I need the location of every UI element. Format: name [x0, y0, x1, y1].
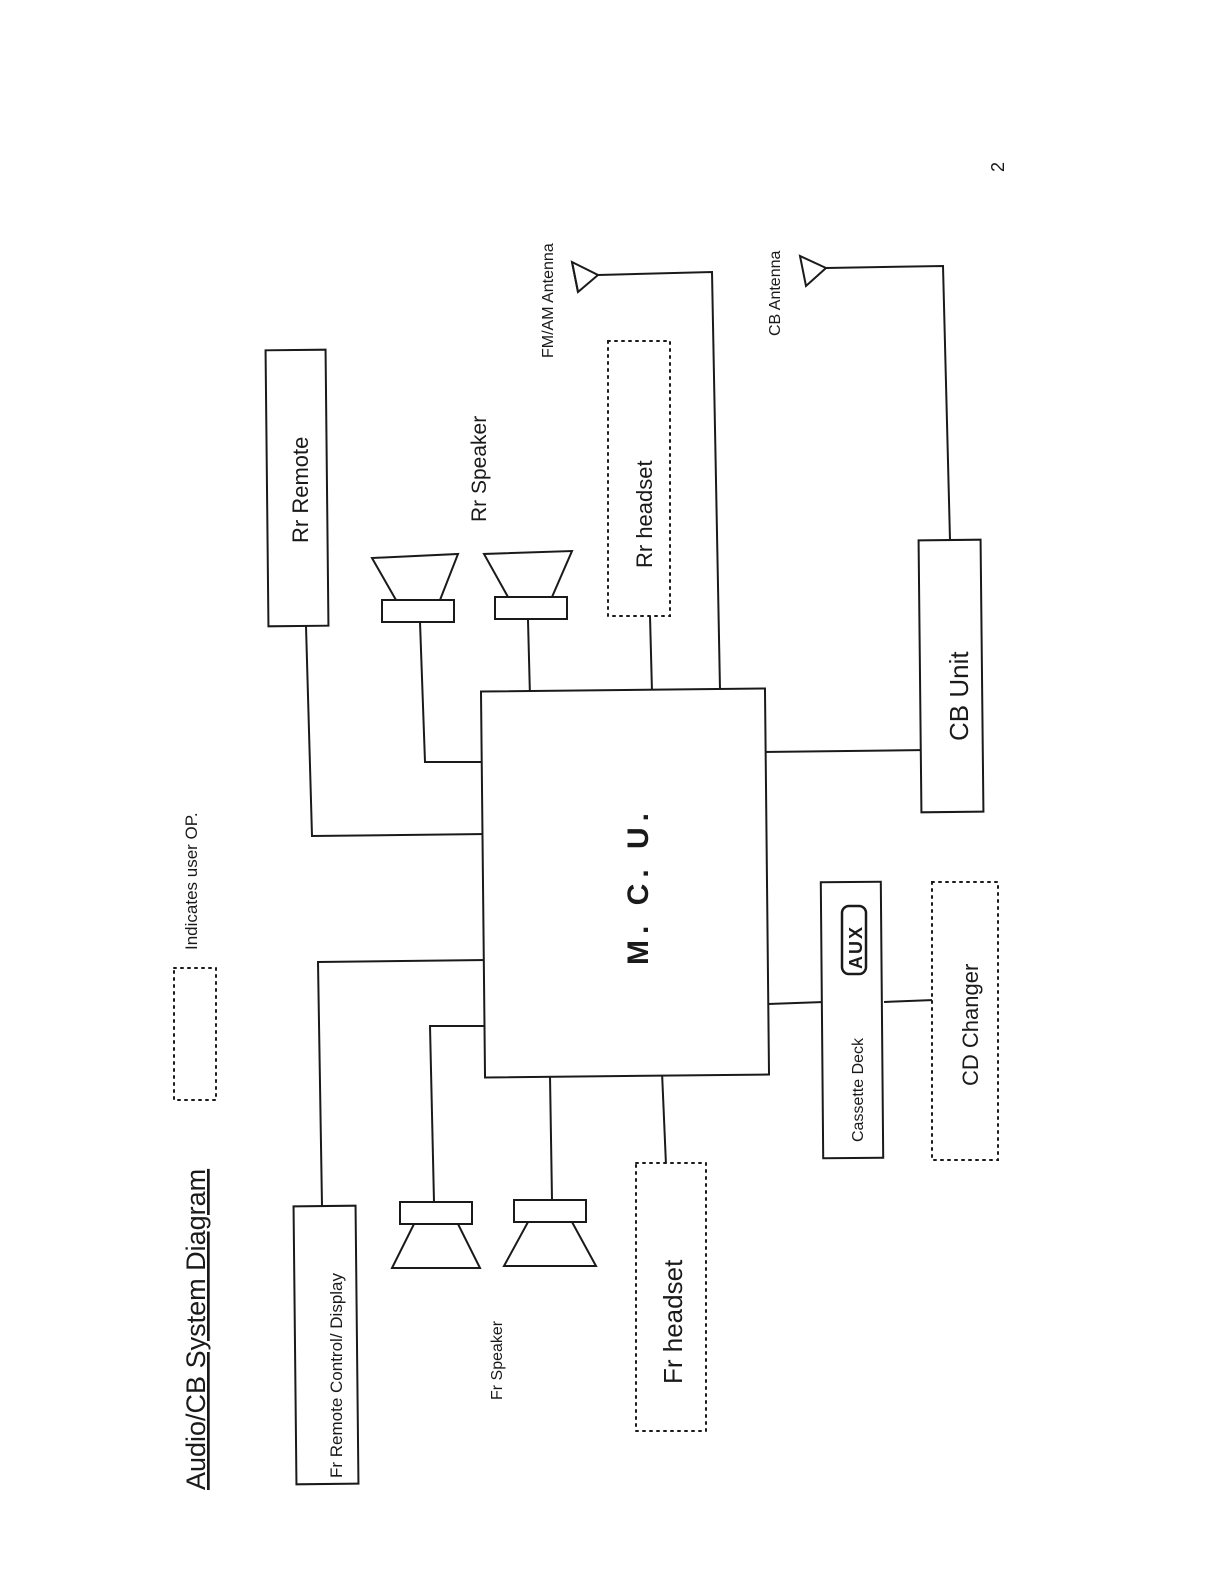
- legend-optional-swatch: [174, 968, 216, 1100]
- rr-speaker-label: Rr Speaker: [468, 416, 491, 522]
- cassette-deck-label: Cassette Deck: [850, 1037, 867, 1142]
- cb-unit-label: CB Unit: [944, 651, 974, 741]
- cd-changer-label: CD Changer: [958, 964, 983, 1086]
- mcu-label: M. C. U.: [622, 807, 655, 965]
- fr-remote-box: [294, 1206, 359, 1485]
- legend-text: Indicates user OP.: [182, 812, 201, 950]
- fr-remote-label: Fr Remote Control/ Display: [327, 1272, 346, 1478]
- page-title: Audio/CB System Diagram: [181, 1169, 211, 1490]
- fr-speaker-right-icon: [504, 1200, 596, 1266]
- cb-antenna-label: CB Antenna: [767, 251, 784, 337]
- fm-am-antenna-icon: [572, 262, 598, 292]
- fr-speaker-left-icon: [392, 1202, 480, 1268]
- fm-am-antenna-label: FM/AM Antenna: [540, 243, 557, 358]
- rr-speaker-left-icon: [372, 554, 458, 622]
- rr-speaker-right-icon: [484, 551, 572, 619]
- aux-label: AUX: [846, 925, 866, 969]
- cb-antenna-icon: [800, 256, 826, 286]
- fr-speaker-label: Fr Speaker: [489, 1320, 506, 1400]
- fr-headset-label: Fr headset: [658, 1259, 688, 1384]
- rr-headset-label: Rr headset: [632, 460, 657, 568]
- rr-remote-label: Rr Remote: [288, 437, 313, 543]
- page-number: 2: [988, 162, 1008, 172]
